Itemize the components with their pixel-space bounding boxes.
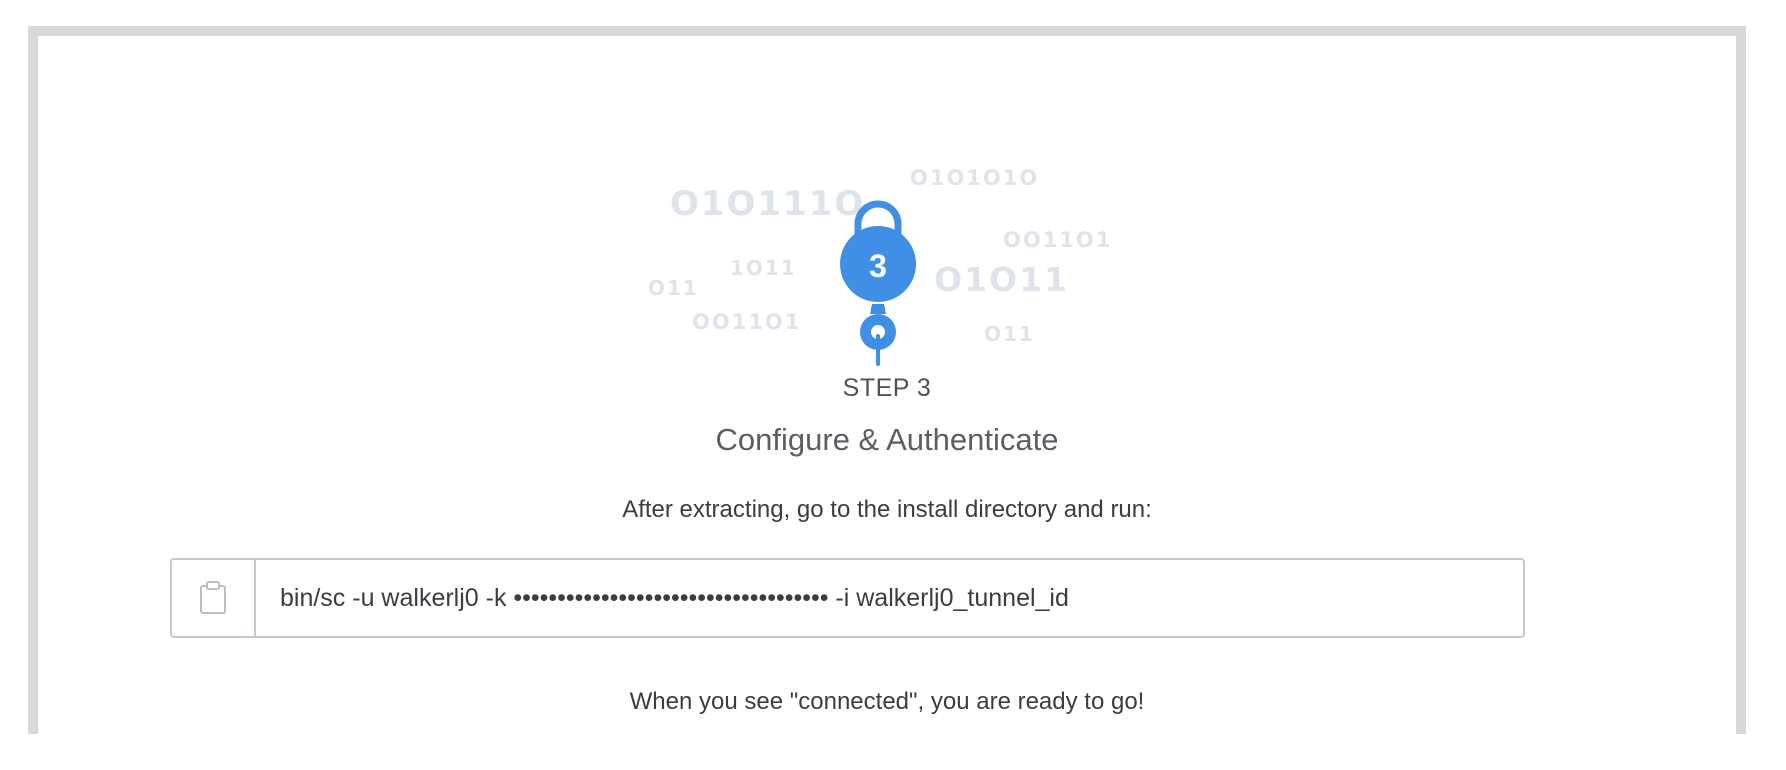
content-frame: O1O111O O1O1O1O OO11O1 1O11 O11 O1O11 OO…: [28, 26, 1746, 734]
step-label: STEP 3: [842, 374, 932, 402]
binary-decoration: OO11O1: [692, 310, 802, 334]
copy-button[interactable]: [172, 560, 256, 636]
clipboard-icon: [200, 581, 226, 614]
binary-decoration: OO11O1: [1003, 228, 1113, 252]
step-panel: O1O111O O1O1O1O OO11O1 1O11 O11 O1O11 OO…: [38, 36, 1736, 734]
lock-key-illustration: O1O111O O1O1O1O OO11O1 1O11 O11 O1O11 OO…: [648, 126, 1110, 386]
ready-message: When you see "connected", you are ready …: [629, 688, 1145, 715]
binary-decoration: O11: [984, 322, 1035, 346]
binary-decoration: O1O11: [934, 260, 1069, 299]
command-box: bin/sc -u walkerlj0 -k •••••••••••••••••…: [170, 558, 1525, 638]
binary-decoration: O1O111O: [670, 184, 866, 224]
step-title: Configure & Authenticate: [715, 422, 1059, 457]
padlock-icon: [840, 200, 916, 366]
command-text[interactable]: bin/sc -u walkerlj0 -k •••••••••••••••••…: [280, 583, 1069, 612]
binary-decoration: 1O11: [730, 256, 797, 280]
step-badge-number: 3: [869, 248, 887, 284]
instruction-text: After extracting, go to the install dire…: [622, 496, 1152, 523]
binary-decoration: O11: [648, 276, 699, 300]
binary-decoration: O1O1O1O: [910, 166, 1040, 190]
